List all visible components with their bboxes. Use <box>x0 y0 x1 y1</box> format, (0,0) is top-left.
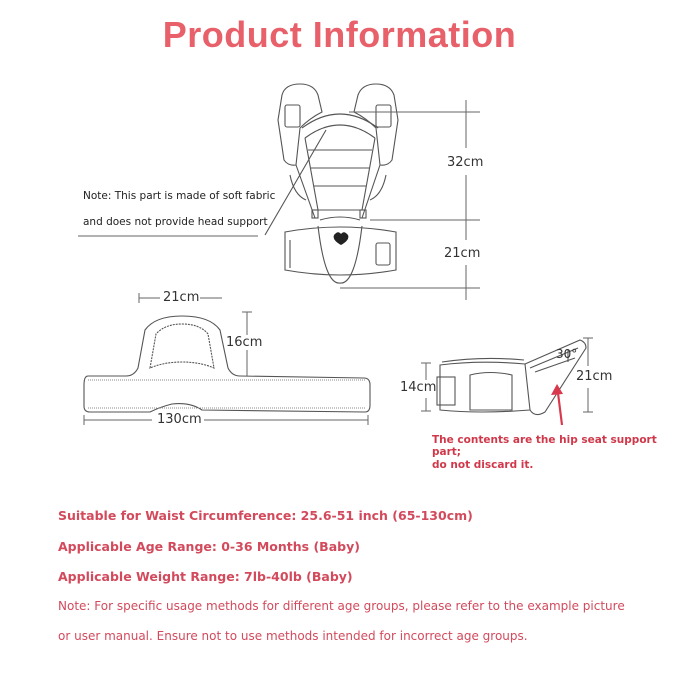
spec-weight-range: Applicable Weight Range: 7lb-40lb (Baby) <box>58 569 353 584</box>
carrier-note-line2: and does not provide head support <box>83 216 268 228</box>
spec-waist-circumference: Suitable for Waist Circumference: 25.6-5… <box>58 508 473 523</box>
dim-14cm: 14cm <box>400 380 437 395</box>
dim-21cm-hipseat: 21cm <box>576 369 613 384</box>
dim-21cm-belt-width: 21cm <box>163 290 200 305</box>
page-title: Product Information <box>162 14 517 55</box>
dim-130cm: 130cm <box>157 412 202 427</box>
carrier-note-line1: Note: This part is made of soft fabric <box>83 190 276 202</box>
dim-30-degree: 30° <box>556 347 578 361</box>
dim-32cm: 32cm <box>447 155 484 170</box>
spec-age-range: Applicable Age Range: 0-36 Months (Baby) <box>58 539 360 554</box>
dim-21cm-carrier: 21cm <box>444 246 481 261</box>
hip-seat-drawing <box>436 339 587 416</box>
usage-note-line2: or user manual. Ensure not to use method… <box>58 629 528 643</box>
usage-note-line1: Note: For specific usage methods for dif… <box>58 599 625 613</box>
waist-belt-drawing <box>83 315 371 413</box>
red-up-arrow-icon <box>551 384 564 426</box>
heart-logo-icon <box>333 232 349 245</box>
baby-carrier-drawing <box>264 83 399 284</box>
dim-16cm: 16cm <box>226 335 263 350</box>
hip-seat-note-line2: do not discard it. <box>432 459 534 471</box>
hip-seat-note-line1: The contents are the hip seat support pa… <box>432 434 657 458</box>
